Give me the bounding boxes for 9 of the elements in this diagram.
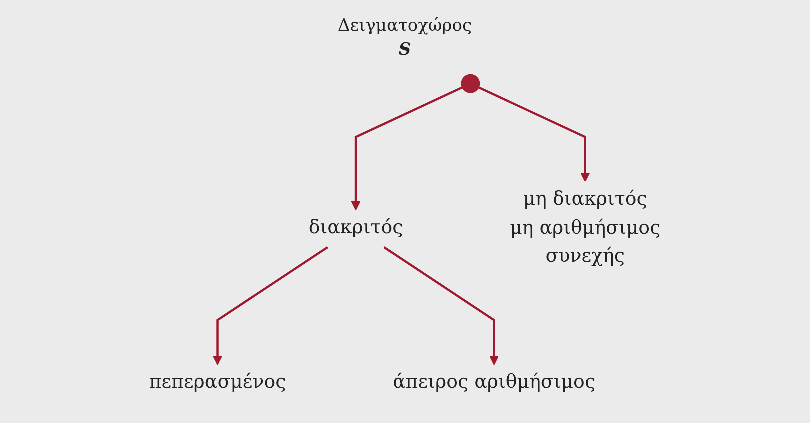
arrow — [384, 246, 500, 366]
set-symbol: S — [398, 39, 412, 62]
sample-space-label: Δειγματοχώρος — [337, 15, 473, 38]
node-text: μη διακριτός μη αριθμήσιμος συνεχής — [510, 188, 661, 268]
node-circle — [461, 74, 480, 94]
node-text: διακριτός — [308, 216, 404, 240]
node-text: άπειρος αριθμήσιμος — [393, 371, 596, 394]
arrow — [212, 246, 328, 366]
node-text: πεπερασμένος — [149, 371, 286, 394]
